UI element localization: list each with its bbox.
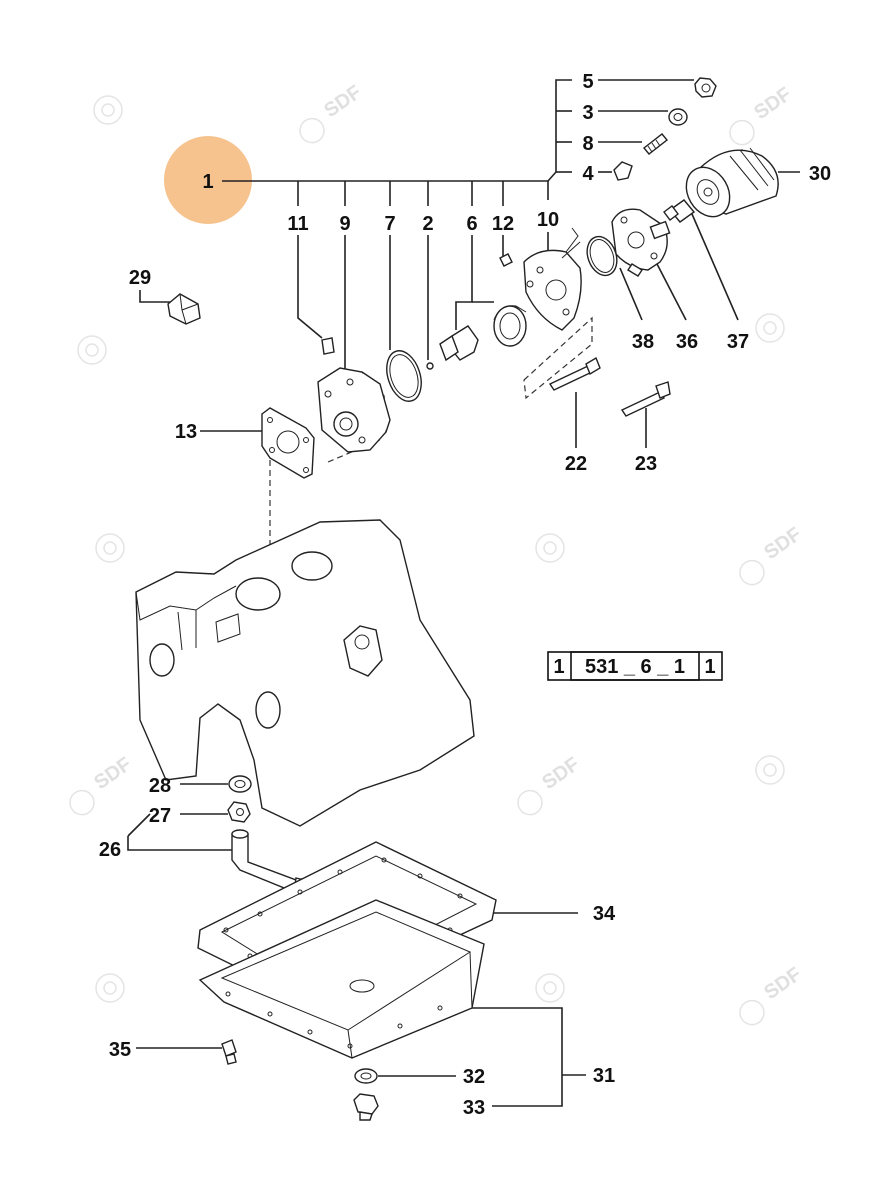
part-label-1: 1 [202,171,213,193]
oil-pan-part [198,899,485,1059]
part-label-3: 3 [582,102,593,124]
part-label-12: 12 [492,213,514,235]
nipple-fitting-part [663,199,696,223]
part-label-29: 29 [129,267,151,289]
watermark-text: SDF [90,753,135,794]
highlight-marker [164,136,252,224]
part-label-28: 28 [149,775,171,797]
reference-code-prefix: 1 [553,656,564,678]
part-label-10: 10 [537,209,559,231]
part-label-11: 11 [287,213,308,235]
o-ring-part [386,350,422,402]
part-label-31: 31 [593,1065,615,1087]
part-label-8: 8 [582,133,593,155]
reference-code-box: 1 531 _ 6 _ 1 1 [547,651,723,681]
o-ring-large-part [586,235,618,277]
part-label-27: 27 [149,805,171,827]
pressure-switch-part [167,293,201,325]
watermark-text: SDF [760,523,805,564]
washer-part [668,108,688,126]
part-label-35: 35 [109,1039,131,1061]
small-pin-part [426,362,434,370]
part-label-33: 33 [463,1097,485,1119]
reference-code-suffix: 1 [704,656,715,678]
part-label-22: 22 [565,453,587,475]
part-labels: 1 5 3 8 4 11 9 7 2 6 12 10 30 29 38 36 3… [99,71,831,1119]
part-label-4: 4 [582,163,594,185]
engine-block-part [135,519,475,827]
nut-part [694,77,717,98]
drain-washer-part [354,1068,378,1084]
part-label-26: 26 [99,839,121,861]
watermark-text: SDF [760,963,805,1004]
pump-cover-part [523,227,582,331]
part-label-6: 6 [466,213,477,235]
leader-lines [127,79,800,1107]
part-label-36: 36 [676,331,698,353]
drain-plug-part [353,1093,379,1121]
parts [135,77,780,1121]
plug-part [613,161,633,181]
part-label-38: 38 [632,331,654,353]
part-label-32: 32 [463,1066,485,1088]
nut-small-part [227,801,251,823]
watermark-text: SDF [750,83,795,124]
watermark-text: SDF [538,753,583,794]
part-label-23: 23 [635,453,657,475]
part-label-9: 9 [339,213,350,235]
dowel-pin-part [499,253,513,267]
oil-filter-part [685,147,780,218]
bolt-short-part [548,356,601,391]
part-label-37: 37 [727,331,749,353]
part-label-5: 5 [582,71,593,93]
part-label-7: 7 [384,213,395,235]
stud-part [642,133,669,155]
gasket-part [261,407,315,479]
reference-code-main: 531 _ 6 _ 1 [585,656,685,678]
part-label-2: 2 [422,213,433,235]
fitting-part [321,337,335,355]
part-label-13: 13 [175,421,197,443]
pan-bolt-part [221,1039,237,1065]
washer-small-part [228,775,252,793]
part-label-30: 30 [809,163,831,185]
watermark-text: SDF [320,81,365,122]
bolt-long-part [620,381,671,417]
pump-body-part [317,367,391,453]
filter-adapter-part [611,208,671,277]
rotor-set-part [439,305,527,362]
part-label-34: 34 [593,903,616,925]
